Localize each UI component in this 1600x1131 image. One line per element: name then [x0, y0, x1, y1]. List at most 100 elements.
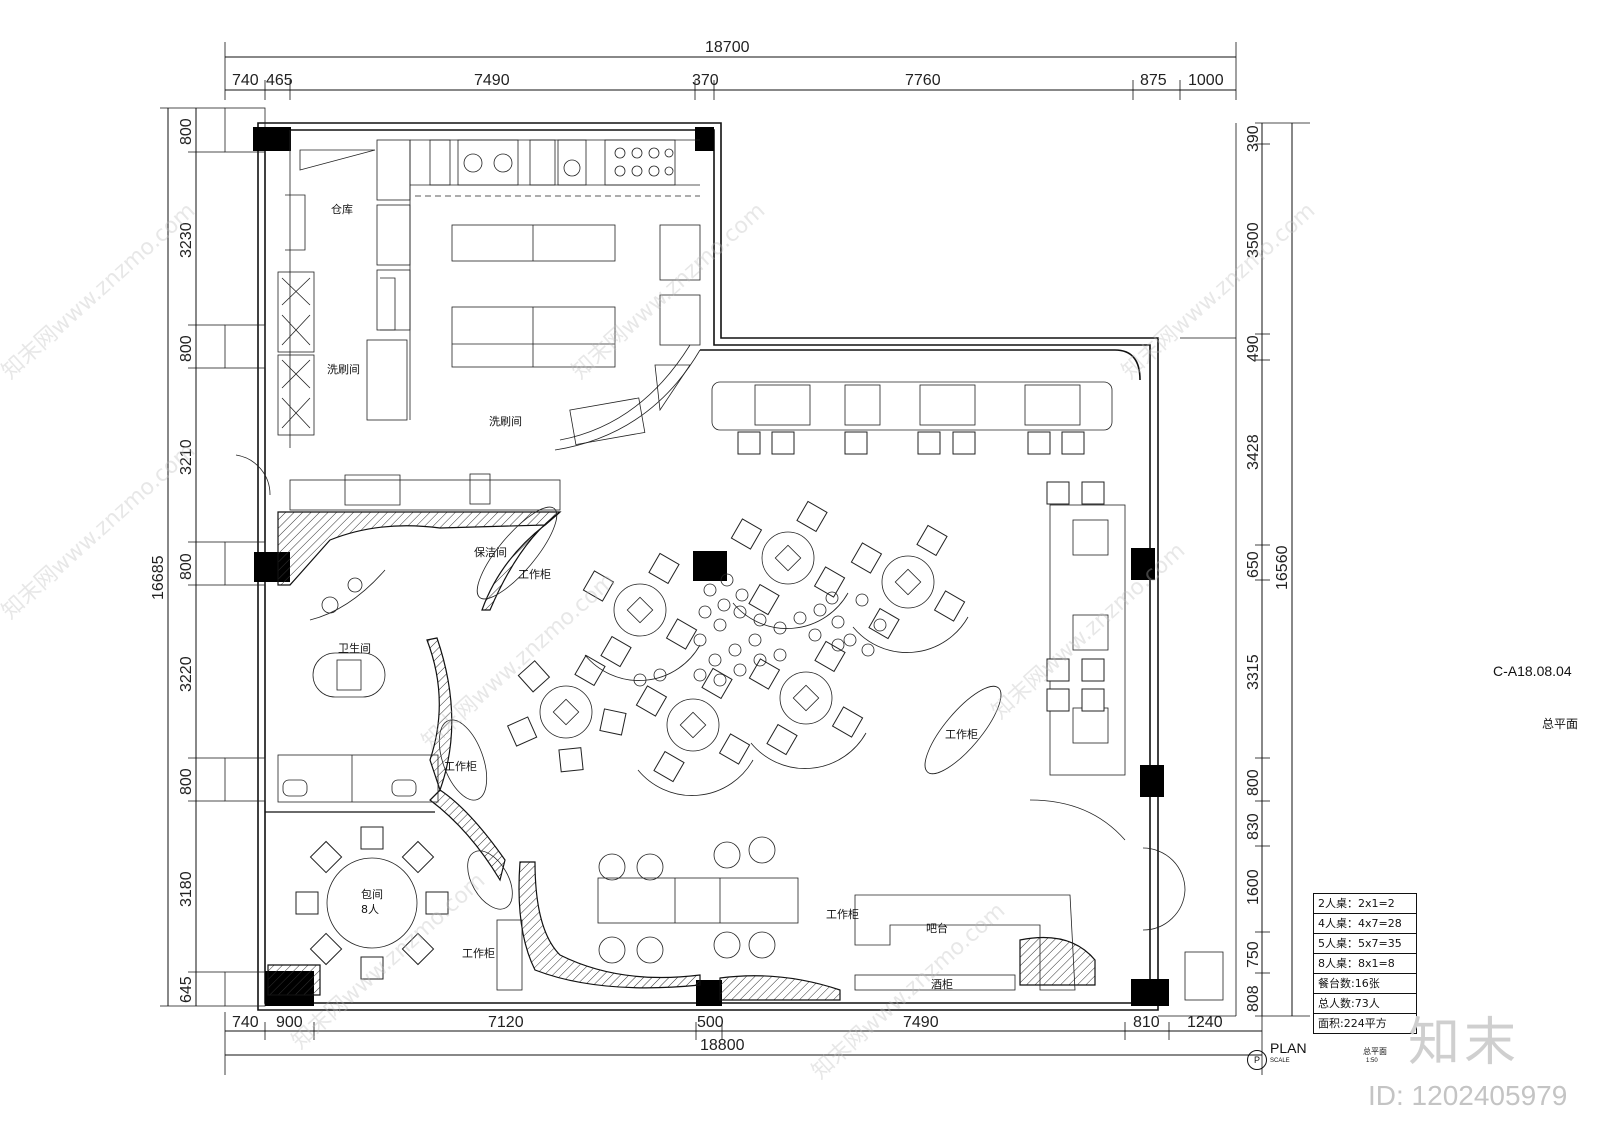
left-seg-1: 800: [178, 118, 195, 145]
stool: [720, 573, 734, 587]
chair: [506, 716, 538, 747]
chair: [360, 956, 384, 980]
round-table: [613, 583, 667, 637]
chair: [574, 654, 606, 687]
table-center: [894, 568, 922, 596]
stool: [713, 618, 727, 632]
private-room: [265, 811, 523, 991]
legend-row: 8人桌：8x1=8: [1314, 954, 1416, 974]
right-seg-1: 390: [1245, 125, 1262, 152]
label-bar: 吧台: [926, 921, 948, 935]
seating-legend-table: 2人桌：2x1=2 4人桌：4x7=28 5人桌：5x7=35 8人桌：8x1=…: [1313, 893, 1417, 1034]
arc-partition: [732, 592, 849, 629]
left-seg-7: 800: [178, 768, 195, 795]
chair: [933, 590, 966, 622]
top-total-dimension: 18700: [705, 39, 750, 56]
chair: [309, 932, 343, 966]
watermark-site-3: 知末网www.znzmo.com: [1117, 198, 1320, 384]
label-washroom-left: 洗刷间: [327, 363, 360, 376]
round-table: [761, 531, 815, 585]
chair: [917, 431, 941, 455]
chair: [665, 618, 698, 650]
stool: [693, 668, 707, 682]
stool: [713, 673, 727, 687]
legend-row: 5人桌：5x7=35: [1314, 934, 1416, 954]
stool: [733, 663, 747, 677]
stool: [728, 643, 742, 657]
chair: [401, 932, 435, 966]
label-work-cabinet-1: 工作柜: [518, 568, 551, 581]
legend-row: 4人桌：4x7=28: [1314, 914, 1416, 934]
plan-name: 总平面: [1363, 1047, 1387, 1056]
bar-stool: [636, 936, 664, 964]
stool: [748, 633, 762, 647]
label-cleaning: 保洁间: [474, 545, 507, 559]
chair: [309, 840, 343, 874]
chair: [850, 542, 883, 574]
chair: [718, 733, 751, 765]
arc-partition: [852, 616, 969, 653]
left-seg-9: 645: [178, 976, 195, 1003]
chair: [599, 708, 627, 736]
chair: [771, 431, 795, 455]
room-labels: 仓库 洗刷间 洗刷间 保洁间 卫生间 包间 8人 吧台 酒柜 工作柜 工作柜 工…: [327, 202, 978, 991]
watermark-site-4: 知末网www.znzmo.com: [0, 438, 200, 624]
round-table: [539, 685, 593, 739]
chair: [1046, 481, 1070, 505]
bar-stool: [748, 931, 776, 959]
dining-area: [438, 349, 1224, 1001]
chair: [952, 431, 976, 455]
stool: [693, 633, 707, 647]
right-seg-11: 808: [1245, 985, 1262, 1012]
chair: [558, 747, 584, 773]
chair: [701, 667, 733, 700]
legend-row: 餐台数:16张: [1314, 974, 1416, 994]
chair: [653, 750, 685, 783]
stool: [843, 633, 857, 647]
left-seg-8: 3180: [178, 871, 195, 907]
stool: [831, 615, 845, 629]
right-total-dimension: 16560: [1274, 545, 1291, 590]
top-seg-6: 875: [1140, 72, 1167, 89]
label-restroom: 卫生间: [338, 641, 371, 655]
left-total-dimension: 16685: [150, 555, 167, 600]
stool: [855, 593, 869, 607]
watermark-brand: 知末: [1408, 1013, 1521, 1073]
top-seg-5: 7760: [905, 72, 941, 89]
label-wine-cabinet: 酒柜: [931, 978, 953, 991]
label-work-cabinet-4: 工作柜: [462, 947, 495, 960]
chair: [648, 552, 680, 585]
stool: [733, 605, 747, 619]
label-work-cabinet-5: 工作柜: [826, 908, 859, 921]
right-dimension-chain: 16560 390 3500 490 3428 650 3315 800 830…: [1245, 122, 1310, 1017]
right-seg-6: 3315: [1245, 654, 1262, 690]
table-center: [792, 684, 820, 712]
bar-stool: [598, 853, 626, 881]
bottom-seg-5: 7490: [903, 1014, 939, 1031]
stool: [703, 583, 717, 597]
arc-partition: [750, 732, 867, 769]
chair: [635, 685, 668, 717]
right-seg-8: 830: [1245, 813, 1262, 840]
bottom-seg-4: 500: [697, 1014, 724, 1031]
left-seg-5: 800: [178, 553, 195, 580]
stool: [708, 653, 722, 667]
drawing-code: C-A18.08.04: [1493, 663, 1572, 679]
stool: [808, 628, 822, 642]
right-seg-2: 3500: [1245, 222, 1262, 258]
chair: [844, 431, 868, 455]
top-dimension-chain: 18700 740 465 7490 370 7760 875 1000: [224, 39, 1237, 100]
chair: [737, 431, 761, 455]
chair: [766, 723, 798, 756]
table-center: [552, 698, 580, 726]
stool: [861, 643, 875, 657]
left-seg-6: 3220: [178, 656, 195, 692]
top-seg-3: 7490: [474, 72, 510, 89]
chair: [814, 640, 846, 673]
label-work-cabinet-2: 工作柜: [945, 728, 978, 741]
chair: [360, 826, 384, 850]
chair: [1081, 688, 1105, 712]
chair: [425, 891, 449, 915]
stool: [773, 621, 787, 635]
